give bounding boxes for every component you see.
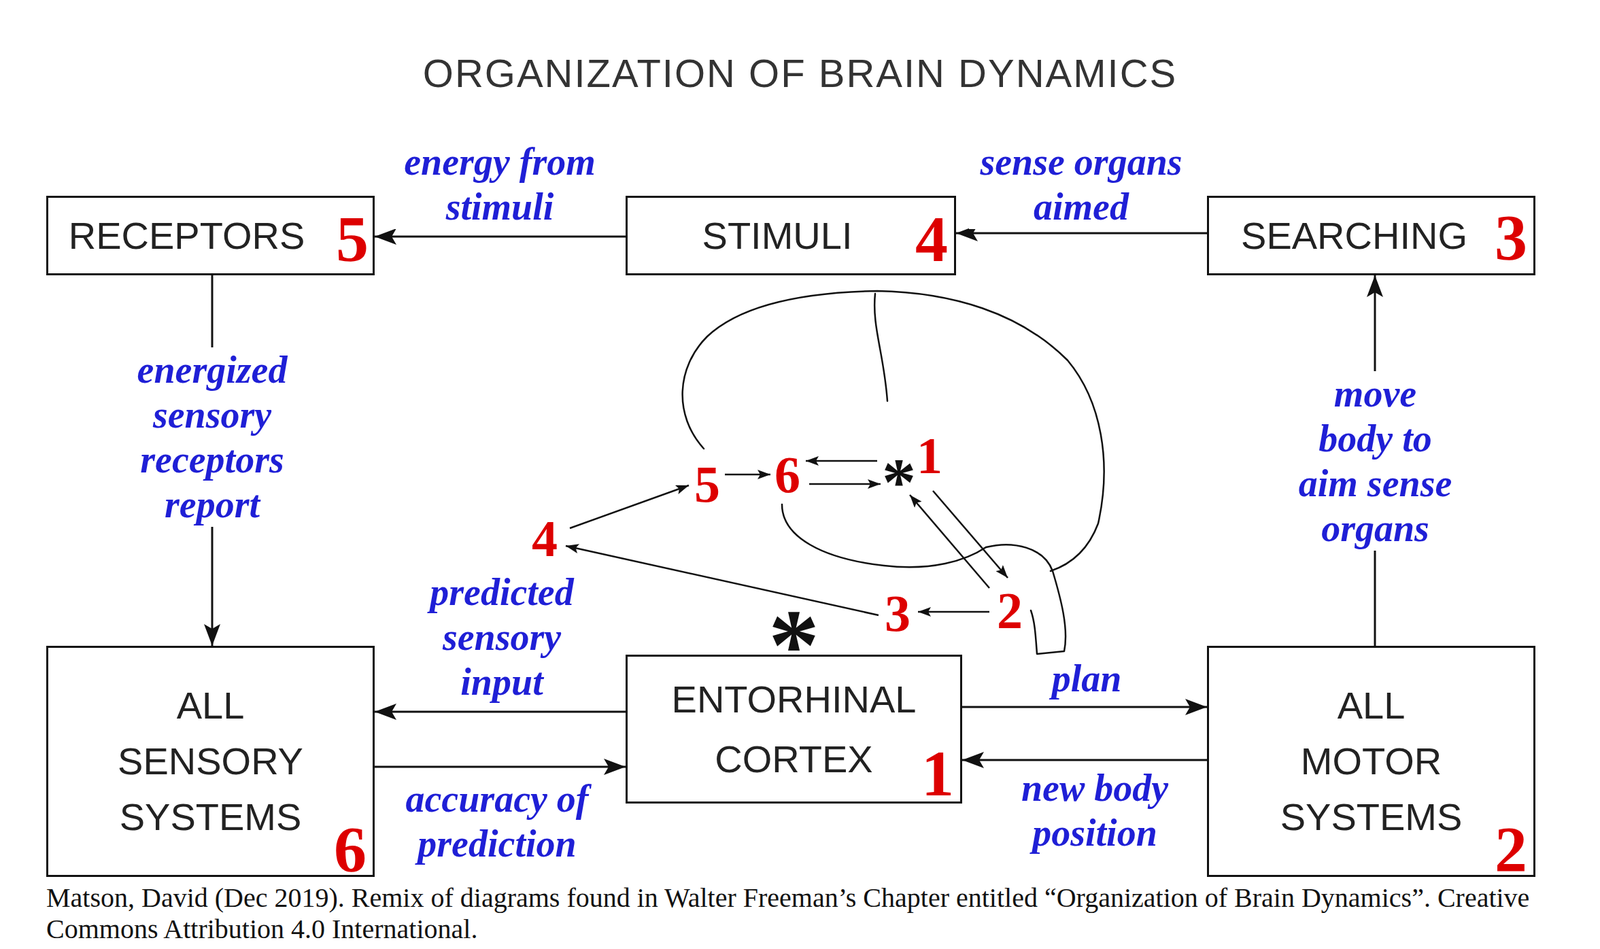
edge-label: plan (1032, 656, 1142, 702)
box-label: SEARCHING (1240, 212, 1468, 259)
connector-arrow (374, 235, 626, 238)
process-box: SEARCHING (1206, 195, 1536, 276)
caption: Matson, David (Dec 2019). Remix of diagr… (46, 882, 1563, 946)
connector-arrow (374, 766, 626, 769)
brain-arrow (565, 546, 879, 616)
connector-arrow (962, 759, 1207, 762)
brain-arrow (569, 485, 689, 529)
callout-number: 3 (1494, 205, 1528, 271)
asterisk-marker: * (768, 594, 820, 697)
connector-arrow (956, 232, 1207, 235)
cerebrum-outline (682, 291, 1105, 572)
process-box: ALL SENSORY SYSTEMS (46, 645, 375, 878)
brain-arrow (909, 495, 990, 589)
edge-label: predicted sensory input (406, 569, 598, 705)
edge-label: sense organs aimed (968, 139, 1194, 230)
callout-number: 4 (915, 206, 948, 272)
callout-number: 1 (916, 429, 943, 482)
edge-label: accuracy of prediction (395, 776, 600, 867)
box-label: RECEPTORS (68, 212, 305, 259)
callout-number: 5 (335, 206, 369, 272)
callout-number: 3 (884, 587, 911, 640)
process-box: ALL MOTOR SYSTEMS (1206, 645, 1536, 878)
process-box: RECEPTORS (46, 195, 375, 276)
diagram-title: ORGANIZATION OF BRAIN DYNAMICS (0, 53, 1600, 94)
edge-label: move body to aim sense organs (1295, 371, 1456, 551)
brainstem-outline (985, 544, 1066, 655)
callout-number: 6 (333, 817, 367, 883)
asterisk-marker: * (881, 448, 916, 517)
edge-label: new body position (999, 765, 1190, 856)
brain-arrow (917, 611, 990, 614)
connector-arrow (962, 706, 1207, 709)
brain-arrow (809, 483, 881, 486)
connector-arrow (374, 711, 626, 714)
callout-number: 2 (996, 584, 1023, 637)
edge-label: energy from stimuli (390, 139, 609, 230)
edge-label: energized sensory receptors report (120, 347, 304, 527)
box-label: ALL SENSORY SYSTEMS (108, 677, 313, 846)
box-label: ALL MOTOR SYSTEMS (1269, 677, 1474, 846)
brain-arrow (805, 460, 878, 463)
callout-number: 4 (531, 512, 558, 565)
process-box: STIMULI (625, 195, 957, 276)
brain-arrow (724, 473, 771, 476)
callout-number: 6 (774, 448, 801, 501)
box-label: STIMULI (702, 212, 853, 259)
callout-number: 1 (921, 741, 955, 807)
callout-number: 5 (694, 458, 721, 510)
central-sulcus (874, 293, 888, 402)
callout-number: 2 (1494, 817, 1528, 883)
